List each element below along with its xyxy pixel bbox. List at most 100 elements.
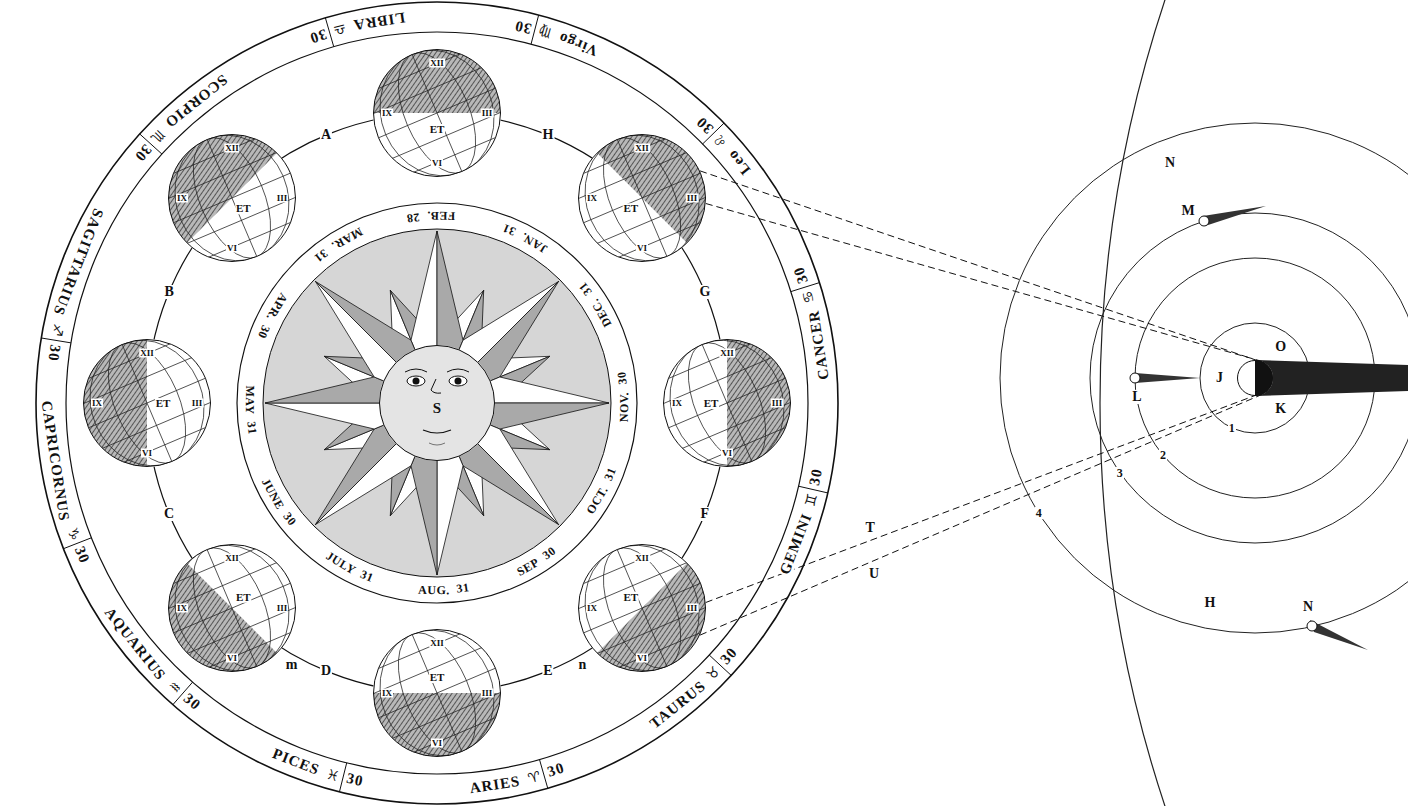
mouth [423, 430, 451, 433]
hour-numeral: III [686, 604, 699, 613]
parallel [601, 215, 719, 265]
night-side [370, 693, 504, 760]
hour-numeral: IX [671, 399, 683, 408]
month-name: JUNE [259, 475, 287, 512]
day-count: 30 [615, 370, 629, 386]
parallel [583, 583, 701, 633]
node-label: J [1216, 371, 1223, 385]
degree-number: 30 [46, 342, 63, 363]
orbit-letter: H [542, 128, 555, 142]
parallel [388, 690, 506, 740]
night-side [595, 131, 710, 246]
day-count: 30 [256, 323, 273, 341]
point-letter: L [1131, 390, 1142, 404]
degree-number: 30 [692, 113, 716, 137]
hour-numeral: IX [176, 193, 188, 202]
globe-drawing [558, 524, 726, 692]
node-label: ET [622, 204, 639, 215]
zodiac-sign: LIBRA [351, 10, 407, 33]
hour-numeral: VI [226, 243, 238, 252]
star-point [315, 281, 437, 403]
degree-number: 30 [807, 467, 825, 489]
eyebrow [405, 369, 427, 372]
zodiac-symbol: ♑ [65, 524, 83, 542]
node-label: S [433, 401, 441, 416]
meridian [361, 32, 514, 193]
parallel [378, 88, 496, 138]
sun-face-drawing [379, 345, 495, 461]
parallel [88, 378, 206, 428]
orbit-letter: A [320, 128, 332, 142]
degree-number: 30 [71, 543, 92, 566]
zodiac-symbol: ♈ [525, 768, 543, 785]
globe-drawing [63, 319, 231, 487]
parallel [388, 110, 506, 160]
moon [1307, 621, 1317, 631]
parallel [183, 605, 301, 655]
zodiac-sign: ARIES [468, 773, 523, 796]
orbit-number: 3 [1116, 467, 1124, 479]
month-name: APR. [263, 290, 290, 323]
node-label: ET [429, 672, 446, 683]
orbit-letter: n [577, 658, 587, 672]
node-label: ET [622, 591, 639, 602]
pupil [455, 378, 462, 385]
day-count: 31 [358, 568, 376, 585]
moon [1130, 373, 1140, 383]
zodiac-sign: PICES [270, 746, 323, 779]
meridian [651, 322, 804, 483]
moon-shadow [1310, 620, 1368, 650]
degree-number: 30 [791, 264, 811, 287]
meridian [156, 527, 309, 688]
parallel [686, 420, 804, 470]
parallel [583, 173, 701, 223]
meridian [71, 322, 224, 483]
star-point-shade [315, 281, 437, 403]
degree-number: 30 [512, 17, 534, 36]
parallel [378, 668, 496, 718]
sun-face: S [379, 345, 495, 461]
meridian [361, 612, 514, 773]
zodiac-symbol: ♎ [331, 21, 349, 38]
node-label: ET [703, 398, 720, 409]
node-label: ET [429, 124, 446, 135]
point-letter: H [1204, 596, 1217, 610]
hour-numeral: XII [634, 554, 650, 563]
parallel [173, 173, 291, 223]
night-side [370, 46, 504, 113]
globe-drawing [643, 319, 811, 487]
sun-star [265, 231, 609, 575]
meridian [156, 117, 309, 278]
zodiac-outer-ring [36, 2, 838, 804]
sight-line [706, 204, 1262, 362]
parallel [360, 626, 478, 676]
orbit-letter: G [698, 285, 711, 299]
parallel [173, 583, 291, 633]
satellite-orbit [1000, 123, 1408, 633]
zodiac-sign: CANCER [806, 308, 832, 382]
zodiac-inner-ring [66, 32, 808, 774]
hour-numeral: III [191, 399, 204, 408]
zodiac-sign: SAGITTARIUS [50, 206, 106, 319]
zodiac-symbol: ♏ [148, 126, 168, 146]
day-count: 31 [576, 279, 595, 298]
point-letter: K [1274, 402, 1287, 416]
globe-drawing [558, 114, 726, 282]
earth-orbit-arc [1100, 0, 1408, 806]
night-side [165, 561, 280, 676]
hour-numeral: IX [586, 193, 598, 202]
moon [1199, 216, 1209, 226]
parallel [565, 131, 683, 181]
parallel [155, 541, 273, 591]
degree-number: 30 [131, 141, 155, 165]
orbit-letter: E [542, 664, 553, 678]
meridian [566, 527, 719, 688]
parallel [396, 130, 514, 180]
hour-numeral: XII [719, 349, 735, 358]
globe-drawing [353, 609, 521, 777]
parallel [565, 541, 683, 591]
parallel [678, 400, 796, 450]
pupil [413, 378, 420, 385]
parallel [650, 336, 768, 386]
parallel [601, 625, 719, 675]
